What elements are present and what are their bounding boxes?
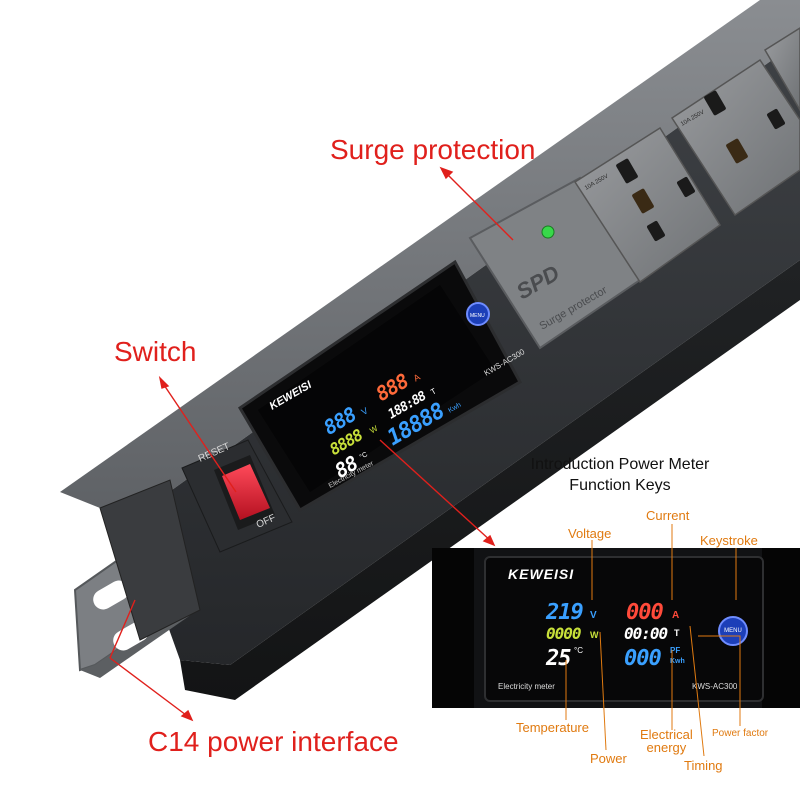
inset-energy-unit: Kwh (670, 658, 685, 665)
c14-arrow-2 (109, 599, 136, 659)
socket-3 (763, 27, 800, 112)
inset-watt: 0000 (546, 624, 582, 643)
inset-temp: 25 (546, 646, 571, 671)
display-volt-unit: V (359, 405, 369, 417)
surge-arrow (444, 171, 514, 241)
inset-volt: 219 (546, 600, 584, 625)
label-electrical-energy: Electrical energy (640, 728, 693, 754)
leader-pf (698, 635, 741, 726)
spd-module: SPD Surge protector (468, 176, 642, 350)
inset-panel: KEWEISI Electricity meter KWS-AC300 MENU… (432, 548, 800, 708)
label-electrical: Electrical (640, 727, 693, 742)
inset-right-cap (762, 548, 800, 708)
label-power: Power (590, 751, 627, 766)
inset-model: KWS-AC300 (692, 682, 738, 691)
switch-callout: Switch (114, 336, 197, 367)
label-current: Current (646, 508, 690, 523)
inset-brand: KEWEISI (508, 566, 575, 582)
c14-interface-callout: C14 power interface (148, 726, 399, 757)
label-voltage: Voltage (568, 526, 612, 541)
label-temperature: Temperature (516, 720, 589, 735)
inset-amp: 000 (626, 600, 664, 625)
switch-housing: RESET OFF (181, 439, 293, 553)
leader-power (599, 631, 607, 751)
label-keystroke: Keystroke (700, 533, 758, 548)
inset-pf-unit: PF (670, 646, 681, 655)
inset-temp-unit: °C (574, 646, 583, 655)
label-power-factor: Power factor (712, 728, 769, 739)
inset-meter-name: Electricity meter (498, 682, 555, 691)
inset-energy: 000 (624, 646, 662, 671)
c14-arrow-1 (109, 657, 191, 719)
inset-meter-bezel: KEWEISI Electricity meter KWS-AC300 MENU… (484, 556, 764, 702)
end-cap (99, 479, 201, 641)
inset-title-line1: Introduction Power Meter (530, 456, 710, 473)
inset-amp-unit: A (672, 610, 680, 621)
display-time-unit: T (429, 386, 438, 396)
inset-time: 00:00 (624, 624, 668, 643)
socket-2: 10A 250V (670, 58, 800, 217)
inset-watt-unit: W (590, 630, 599, 640)
switch-arrow (161, 381, 237, 493)
label-energy: energy (646, 740, 687, 755)
meter-arrow (379, 439, 493, 543)
rocker-switch[interactable] (222, 464, 270, 520)
display-watt-unit: W (368, 424, 379, 436)
label-timing: Timing (684, 758, 723, 773)
leader-timing (689, 625, 705, 757)
inset-menu-button[interactable]: MENU (718, 616, 748, 646)
inset-volt-unit: V (590, 610, 597, 621)
spd-indicator-led (541, 225, 555, 239)
rail-top-face (60, 0, 800, 520)
inset-left-cap (432, 548, 474, 708)
inset-title-line2: Function Keys (569, 477, 671, 494)
surge-protection-callout: Surge protection (330, 134, 536, 165)
meter-module: MENU KEWEISI KWS-AC300 Electricity meter… (237, 259, 527, 513)
inset-time-unit: T (674, 628, 680, 638)
display-amp-unit: A (412, 372, 422, 384)
menu-button[interactable] (466, 302, 490, 326)
inset-title: Introduction Power Meter Function Keys (470, 456, 770, 495)
menu-button-label: MENU (470, 313, 485, 319)
socket-1: 10A 250V (573, 126, 722, 284)
display-temp-unit: °C (358, 450, 369, 461)
